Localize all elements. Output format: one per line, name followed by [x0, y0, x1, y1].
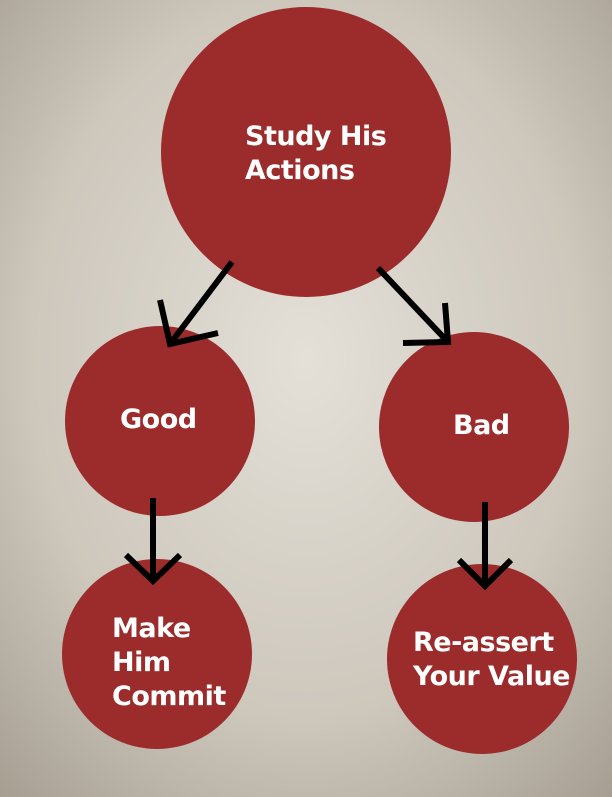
arrow-bad-to-reassert: [456, 502, 514, 591]
arrow-study-to-bad: [375, 265, 452, 346]
arrow-good-to-commit: [123, 498, 183, 586]
node-study-his-actions: [161, 7, 451, 297]
node-label-reassert: Re-assert Your Value: [413, 627, 571, 692]
node-label-bad: Bad: [453, 410, 510, 441]
arrow-study-to-good: [157, 260, 235, 348]
node-bad: [379, 332, 569, 522]
node-label-commit: Make Him Commit: [112, 613, 226, 712]
node-good: [65, 326, 255, 516]
node-label-good: Good: [120, 404, 197, 435]
node-make-him-commit: [62, 559, 252, 749]
node-label-study: Study His Actions: [245, 121, 387, 186]
node-reassert-your-value: [387, 564, 577, 754]
